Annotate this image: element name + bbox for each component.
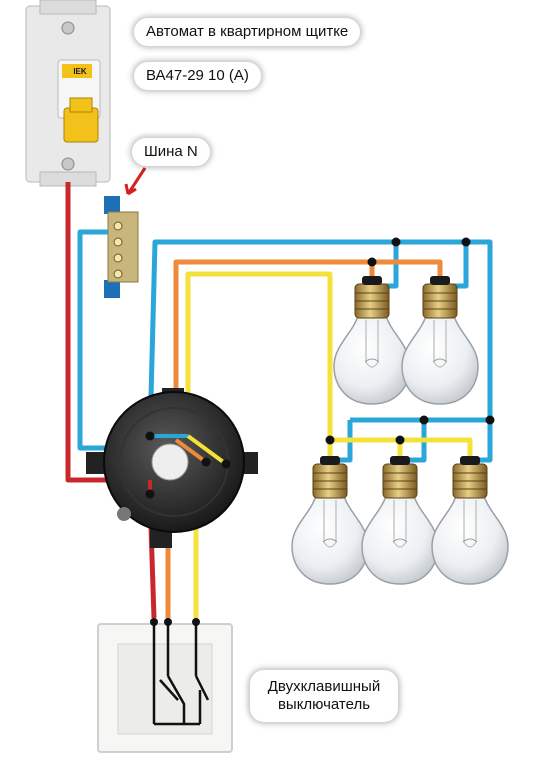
bulb-upper-2 xyxy=(401,276,479,405)
junction-box xyxy=(86,388,258,548)
two-gang-switch xyxy=(97,618,233,753)
breaker-model-label: ВА47-29 10 (А) xyxy=(134,62,261,90)
circuit-breaker xyxy=(25,0,111,187)
neutral-bus xyxy=(104,196,139,298)
breaker-title-label: Автомат в квартирном щитке xyxy=(134,18,361,46)
bulb-upper-1 xyxy=(333,276,411,405)
bulb-lower-2 xyxy=(361,456,439,585)
bulb-lower-1 xyxy=(291,456,369,585)
neutral-bus-label: Шина N xyxy=(132,138,210,166)
connection-nodes xyxy=(145,237,495,499)
switch-title-label: Двухклавишный выключатель xyxy=(250,670,398,722)
breaker-brand-mark: IEK xyxy=(73,67,87,76)
bulb-lower-3 xyxy=(431,456,509,585)
callout-arrow-icon xyxy=(124,167,147,196)
